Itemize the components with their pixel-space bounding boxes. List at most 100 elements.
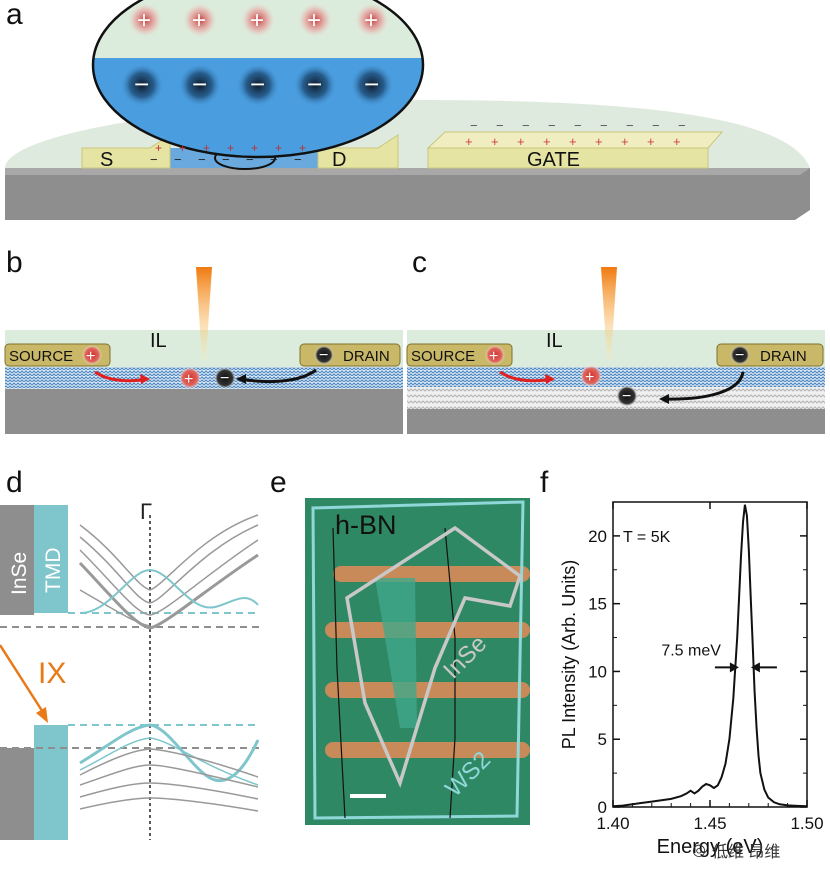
- panel-label-f: f: [540, 466, 549, 499]
- inse-outline: [345, 525, 523, 789]
- electron-arrow: [664, 371, 745, 401]
- lens-positive-charge: [354, 2, 390, 38]
- y-tick-label: 5: [598, 730, 607, 749]
- channel-positive-ion: +: [251, 141, 258, 155]
- inse-conduction-block: [0, 505, 34, 615]
- svg-text:+: +: [184, 371, 193, 388]
- lens-negative-charge: [120, 63, 164, 107]
- laser-beam: [601, 267, 617, 360]
- laser-beam: [196, 267, 212, 360]
- inse-label: InSe: [8, 552, 31, 595]
- il-label: IL: [546, 330, 563, 352]
- y-tick-label: 10: [588, 662, 607, 681]
- svg-text:−: −: [735, 347, 744, 364]
- ws2-outline: [311, 500, 525, 820]
- source-electrode: [81, 134, 171, 169]
- gate-negative-ion: −: [548, 118, 556, 133]
- panel-e-micrograph: h-BN InSe WS2: [305, 498, 530, 825]
- panel-label-d: d: [6, 466, 23, 499]
- source-label: SOURCE: [9, 348, 73, 365]
- gate-positive-charge: +: [595, 134, 603, 149]
- left-arrow-head: [729, 662, 739, 673]
- panel-label-a: a: [6, 0, 23, 31]
- watermark: ◎ 低维 昂维: [692, 838, 780, 862]
- svg-text:−: −: [364, 69, 379, 99]
- gate-positive-charge: +: [543, 134, 551, 149]
- drain-label: D: [332, 149, 346, 171]
- y-tick-label: 15: [588, 595, 607, 614]
- pl-spectrum-line: [612, 504, 808, 808]
- gate-positive-charge: +: [569, 134, 577, 149]
- hole: [82, 345, 102, 365]
- drain-label: DRAIN: [343, 348, 390, 365]
- channel-positive-ion: +: [203, 141, 210, 155]
- gate-positive-charge: +: [491, 134, 499, 149]
- svg-text:+: +: [86, 348, 95, 365]
- channel-negative-charge: −: [150, 152, 158, 167]
- lens-negative-charge: [350, 63, 394, 107]
- lens-positive-charge: [182, 2, 218, 38]
- y-axis-label: PL Intensity (Arb. Units): [559, 560, 579, 749]
- channel-positive-ion: +: [275, 141, 282, 155]
- hbn-label: h-BN: [335, 510, 397, 540]
- svg-text:+: +: [307, 7, 321, 34]
- x-tick-label: 1.45: [693, 814, 726, 833]
- drain-electrode: [317, 134, 399, 169]
- gate-positive-charge: +: [621, 134, 629, 149]
- panel-label-e: e: [270, 466, 287, 499]
- gate-negative-ion: −: [470, 118, 478, 133]
- scale-bar: [350, 794, 386, 798]
- channel-positive-ion: +: [227, 141, 234, 155]
- svg-text:+: +: [585, 369, 594, 386]
- svg-text:−: −: [134, 69, 149, 99]
- channel-negative-charge: −: [246, 152, 254, 167]
- x-tick-label: 1.40: [596, 814, 629, 833]
- channel-positive-ion: +: [155, 141, 162, 155]
- svg-text:−: −: [220, 370, 229, 387]
- svg-text:−: −: [319, 347, 328, 364]
- gate-negative-ion: −: [496, 118, 504, 133]
- channel-negative-charge: −: [198, 152, 206, 167]
- ix-label: IX: [38, 657, 66, 690]
- y-tick-label: 0: [598, 798, 607, 817]
- watermark-text: 低维 昂维: [711, 844, 781, 861]
- channel-negative-charge: −: [270, 152, 278, 167]
- svg-text:+: +: [137, 7, 151, 34]
- tmd-label: TMD: [42, 548, 65, 594]
- gate-negative-ion: −: [522, 118, 530, 133]
- inse-valence-block: [0, 748, 34, 840]
- svg-text:+: +: [489, 348, 498, 365]
- tmd-conduction-block: [34, 505, 68, 613]
- svg-text:−: −: [622, 388, 631, 405]
- x-tick-label: 1.50: [790, 814, 823, 833]
- svg-text:−: −: [307, 69, 322, 99]
- svg-text:+: +: [250, 7, 264, 34]
- channel-negative-charge: −: [222, 152, 230, 167]
- lens-positive-charge: [127, 2, 163, 38]
- panel-c-device: SOURCE DRAIN IL + − + −: [406, 267, 825, 434]
- gate-positive-charge: +: [465, 134, 473, 149]
- ix-arrow: [0, 644, 48, 718]
- channel-negative-charge: −: [174, 152, 182, 167]
- lens-negative-charge: [178, 63, 222, 107]
- source-electrode: [406, 343, 513, 367]
- channel-positive-ion: +: [179, 141, 186, 155]
- x-axis-label: Energy (eV): [657, 836, 764, 858]
- channel-negative-charge: −: [294, 152, 302, 167]
- gate-positive-charge: +: [673, 134, 681, 149]
- substrate: [5, 168, 810, 220]
- lens-positive-charge: [240, 2, 276, 38]
- linewidth-arrows: [714, 662, 777, 673]
- lens-negative-charge: [236, 63, 280, 107]
- panel-label-b: b: [6, 246, 23, 279]
- electron: [314, 345, 334, 365]
- wechat-icon: ◎: [692, 842, 706, 859]
- panel-a-device: +++++ −−−−− −+−+−+−+−+−+−+−+−++−+−+−+−+−…: [5, 0, 810, 220]
- electron-arrow: [239, 368, 317, 384]
- linewidth-annotation: 7.5 meV: [661, 642, 721, 659]
- svg-text:+: +: [192, 7, 206, 34]
- gate-negative-ion: −: [678, 118, 686, 133]
- temperature-annotation: T = 5K: [623, 529, 671, 546]
- tmd-valence-block: [34, 725, 68, 840]
